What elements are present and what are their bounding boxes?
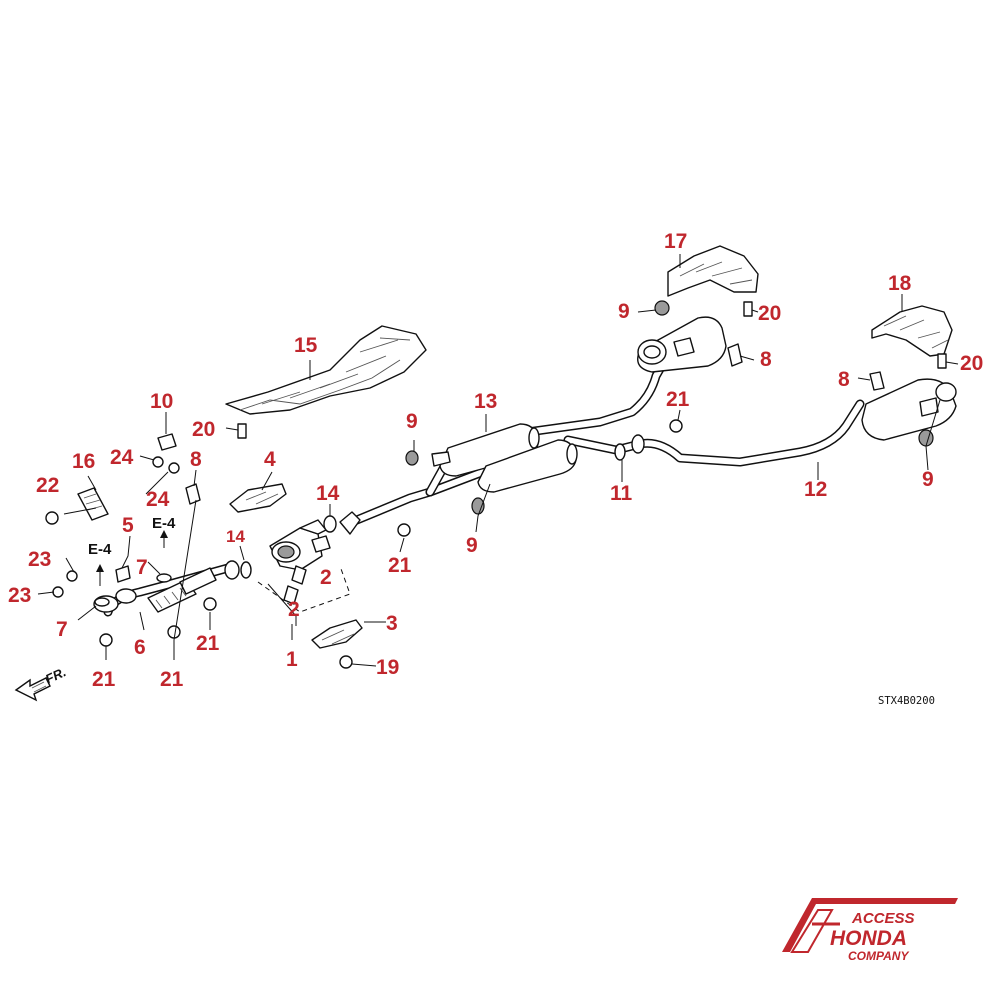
nut-icon[interactable] xyxy=(45,511,59,525)
clip-icon[interactable] xyxy=(115,565,131,583)
gasket-icon[interactable] xyxy=(631,434,645,454)
callout-20[interactable]: 20 xyxy=(960,352,983,375)
ring-icon[interactable] xyxy=(156,573,172,583)
nut-icon[interactable] xyxy=(167,625,181,639)
callout-9[interactable]: 9 xyxy=(922,468,934,491)
callout-23[interactable]: 23 xyxy=(28,548,51,571)
reference-e4-left[interactable]: E-4 xyxy=(88,541,112,558)
leader-lines xyxy=(37,254,959,667)
reference-arrows xyxy=(96,530,168,586)
heat-shield-rear-left[interactable] xyxy=(667,245,759,297)
heat-shield-4[interactable] xyxy=(229,483,287,513)
callout-21[interactable]: 21 xyxy=(666,388,690,411)
flange-icon xyxy=(339,511,361,535)
callout-numbers: 1 2 2 3 4 5 6 7 7 8 8 8 9 9 9 9 10 11 12… xyxy=(8,230,983,691)
nut-icon[interactable] xyxy=(397,523,411,537)
bolt-icon[interactable] xyxy=(283,585,299,605)
front-label: FR. xyxy=(43,664,68,686)
heat-shield-floor[interactable] xyxy=(225,325,427,415)
callout-24[interactable]: 24 xyxy=(146,488,170,511)
callout-18[interactable]: 18 xyxy=(888,272,912,295)
callout-20[interactable]: 20 xyxy=(758,302,781,325)
callout-9[interactable]: 9 xyxy=(618,300,630,323)
bracket-icon[interactable] xyxy=(727,343,743,367)
callout-21[interactable]: 21 xyxy=(160,668,184,691)
callout-19[interactable]: 19 xyxy=(376,656,399,679)
callout-3[interactable]: 3 xyxy=(386,612,398,635)
bolt-icon[interactable] xyxy=(291,565,307,585)
callout-9[interactable]: 9 xyxy=(466,534,478,557)
callout-8[interactable]: 8 xyxy=(760,348,772,371)
callout-7[interactable]: 7 xyxy=(56,618,68,641)
muffler-left[interactable] xyxy=(637,316,727,373)
hanger-rubber-icon[interactable] xyxy=(654,300,670,316)
callout-23[interactable]: 23 xyxy=(8,584,31,607)
callout-8[interactable]: 8 xyxy=(838,368,850,391)
callout-10[interactable]: 10 xyxy=(150,390,173,413)
gasket-icon[interactable] xyxy=(240,561,252,579)
bolt-icon[interactable] xyxy=(937,353,947,369)
callout-7[interactable]: 7 xyxy=(136,556,148,579)
callout-14[interactable]: 14 xyxy=(316,482,340,505)
callout-24[interactable]: 24 xyxy=(110,446,134,469)
bolt-icon[interactable] xyxy=(168,462,180,474)
small-hardware xyxy=(45,300,947,669)
catalytic-converter[interactable] xyxy=(257,519,351,626)
callout-8[interactable]: 8 xyxy=(190,448,202,471)
clip-icon[interactable] xyxy=(157,433,177,451)
callout-14[interactable]: 14 xyxy=(226,527,245,546)
callout-11[interactable]: 11 xyxy=(610,482,633,505)
callout-9[interactable]: 9 xyxy=(406,410,418,433)
ring-icon[interactable] xyxy=(94,597,110,607)
bolt-icon[interactable] xyxy=(339,655,353,669)
brand-line-1: ACCESS xyxy=(851,910,915,927)
nut-icon[interactable] xyxy=(99,633,113,647)
callout-4[interactable]: 4 xyxy=(264,448,276,471)
callout-21[interactable]: 21 xyxy=(92,668,116,691)
nut-icon[interactable] xyxy=(203,597,217,611)
heat-shield-16[interactable] xyxy=(77,487,109,521)
hanger-rubber-icon[interactable] xyxy=(471,497,485,515)
heat-shield-rear-right[interactable] xyxy=(871,305,953,357)
callout-17[interactable]: 17 xyxy=(664,230,687,253)
callout-21[interactable]: 21 xyxy=(196,632,220,655)
callout-22[interactable]: 22 xyxy=(36,474,59,497)
hanger-rubber-icon[interactable] xyxy=(918,429,934,447)
callout-12[interactable]: 12 xyxy=(804,478,827,501)
access-honda-logo: ACCESS HONDA COMPANY xyxy=(782,898,958,963)
nut-icon[interactable] xyxy=(669,419,683,433)
callout-6[interactable]: 6 xyxy=(134,636,146,659)
front-direction-indicator: FR. xyxy=(14,664,68,702)
callout-2[interactable]: 2 xyxy=(320,566,332,589)
callout-21[interactable]: 21 xyxy=(388,554,412,577)
callout-13[interactable]: 13 xyxy=(474,390,497,413)
bolt-icon[interactable] xyxy=(743,301,753,317)
gasket-icon[interactable] xyxy=(323,515,337,533)
brand-line-2: HONDA xyxy=(830,927,907,950)
heat-shield-3[interactable] xyxy=(311,619,363,649)
resonator-assembly[interactable] xyxy=(431,423,578,493)
gasket-icon[interactable] xyxy=(614,443,626,461)
bracket-icon[interactable] xyxy=(869,371,885,391)
callout-5[interactable]: 5 xyxy=(122,514,134,537)
bolt-icon[interactable] xyxy=(152,456,164,468)
reference-e4-right[interactable]: E-4 xyxy=(152,515,176,532)
front-pipe-flex[interactable] xyxy=(93,560,240,613)
callout-20[interactable]: 20 xyxy=(192,418,215,441)
callout-2[interactable]: 2 xyxy=(288,598,300,621)
bolt-icon[interactable] xyxy=(66,570,78,582)
diagram-code: STX4B0200 xyxy=(878,695,935,707)
callout-1[interactable]: 1 xyxy=(286,648,298,671)
bracket-icon[interactable] xyxy=(185,483,201,505)
exhaust-pipe-route xyxy=(103,357,865,617)
hanger-rubber-icon[interactable] xyxy=(405,450,419,466)
bolt-icon[interactable] xyxy=(237,423,247,439)
callout-15[interactable]: 15 xyxy=(294,334,318,357)
callout-16[interactable]: 16 xyxy=(72,450,95,473)
bolt-icon[interactable] xyxy=(52,586,64,598)
brand-line-3: COMPANY xyxy=(848,949,909,963)
